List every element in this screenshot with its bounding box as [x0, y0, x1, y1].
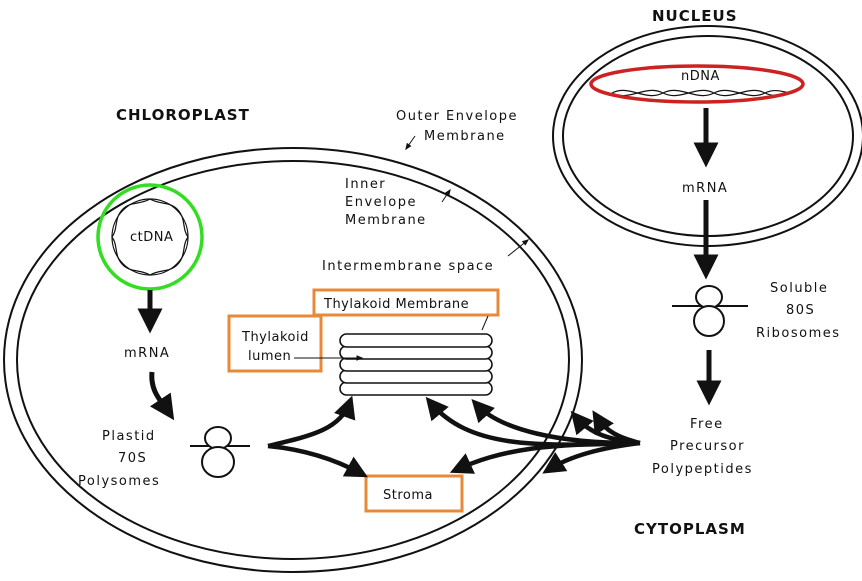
nucleus-label: NUCLEUS	[652, 7, 738, 25]
thylakoid-lumen-box	[227, 314, 323, 373]
free-label: Free	[690, 417, 724, 432]
thylakoid-lumen-label-2: lumen	[248, 349, 291, 364]
arrow-70s-to-stroma	[267, 443, 368, 478]
thylakoid-membrane-box	[312, 288, 500, 317]
ctdna-label: ctDNA	[130, 230, 173, 245]
arrow-mrna-to-70s	[149, 371, 175, 421]
ctdna-circle	[111, 198, 189, 276]
polypeptides-label: Polypeptides	[652, 462, 753, 477]
ctdna-highlight	[96, 183, 204, 291]
80s-label: 80S	[786, 303, 815, 318]
thylakoid-membrane-pointer	[481, 315, 489, 331]
outer-envelope-pointer	[405, 135, 416, 151]
chloroplast	[3, 147, 583, 573]
ribosome-70s-icon	[190, 426, 250, 478]
chloroplast-label: CHLOROPLAST	[116, 106, 250, 124]
outer-envelope-label-2: Membrane	[424, 129, 506, 144]
ndna-highlight	[589, 64, 805, 104]
ribosomes-label: Ribosomes	[756, 326, 841, 341]
thylakoid-membrane-label: Thylakoid Membrane	[323, 297, 469, 312]
inner-envelope-pointer	[441, 188, 451, 203]
inner-envelope-label-2: Envelope	[345, 195, 417, 210]
nuclear-dna-helix	[611, 89, 791, 97]
arrow-70s-to-thylakoid	[267, 395, 356, 449]
thylakoid-stack	[339, 333, 493, 396]
intermembrane-pointer	[507, 239, 530, 257]
outer-envelope-membrane	[3, 147, 583, 573]
ndna-label: nDNA	[681, 69, 720, 84]
stroma-box	[364, 474, 464, 513]
inner-envelope-label-1: Inner	[345, 177, 386, 192]
nucleus-mrna-label: mRNA	[682, 181, 728, 196]
cytoplasm-label: CYTOPLASM	[634, 520, 746, 538]
arrow-cytoplasm-to-outer	[542, 440, 641, 474]
thylakoid-lumen-label-1: Thylakoid	[241, 330, 309, 345]
outer-envelope-label-1: Outer Envelope	[396, 109, 518, 124]
arrow-cytoplasm-to-thylakoid-2	[471, 399, 641, 446]
chloroplast-mrna-label: mRNA	[124, 346, 170, 361]
70s-label: 70S	[118, 451, 147, 466]
soluble-label: Soluble	[770, 281, 828, 296]
stroma-label: Stroma	[383, 488, 433, 503]
intermembrane-space-label: Intermembrane space	[322, 259, 494, 274]
inner-envelope-label-3: Membrane	[345, 213, 427, 228]
plastid-label: Plastid	[102, 429, 156, 444]
targeting-arrows	[267, 395, 641, 478]
inner-envelope-membrane	[16, 160, 570, 560]
precursor-label: Precursor	[670, 439, 745, 454]
polysomes-label: Polysomes	[78, 474, 160, 489]
ribosome-80s-icon	[672, 285, 748, 337]
